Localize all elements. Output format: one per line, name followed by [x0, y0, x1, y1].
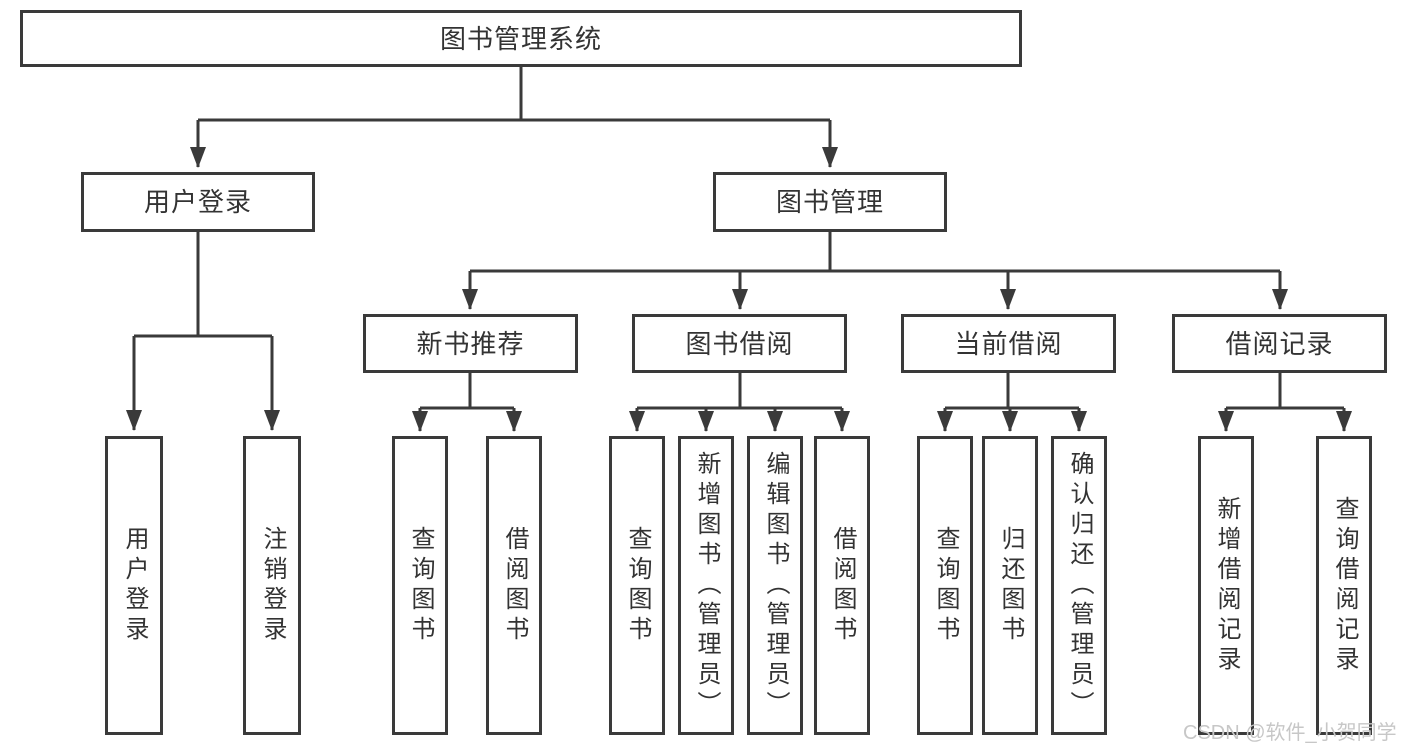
- node-book-management: 图书管理: [713, 172, 947, 232]
- node-label: 当前借阅: [954, 328, 1063, 359]
- node-label: 借阅图书: [501, 525, 528, 646]
- node-label: 查询图书: [407, 525, 434, 646]
- node-label: 新书推荐: [416, 328, 525, 359]
- node-label: 用户登录: [121, 525, 148, 646]
- node-current-borrow: 当前借阅: [901, 314, 1116, 373]
- node-label: 借阅图书: [829, 525, 856, 646]
- node-new-book-recommend: 新书推荐: [363, 314, 578, 373]
- node-label: 查询借阅记录: [1331, 495, 1358, 676]
- node-borrow-records: 借阅记录: [1172, 314, 1387, 373]
- node-label: 图书借阅: [685, 328, 794, 359]
- node-label: 查询图书: [932, 525, 959, 646]
- leaf-query-books-1: 查询图书: [392, 436, 448, 735]
- leaf-borrow-books-2: 借阅图书: [814, 436, 870, 735]
- node-label: 注销登录: [259, 525, 286, 646]
- node-label: 图书管理系统: [439, 23, 602, 54]
- node-label: 新增借阅记录: [1213, 495, 1240, 676]
- node-root-system: 图书管理系统: [20, 10, 1022, 67]
- node-label: 编辑图书（管理员）: [762, 450, 789, 721]
- leaf-edit-book-admin: 编辑图书（管理员）: [747, 436, 803, 735]
- leaf-query-books-2: 查询图书: [609, 436, 665, 735]
- node-label: 查询图书: [624, 525, 651, 646]
- node-label: 确认归还（管理员）: [1066, 450, 1093, 721]
- node-label: 图书管理: [775, 187, 884, 217]
- leaf-query-books-3: 查询图书: [917, 436, 973, 735]
- node-book-borrow: 图书借阅: [632, 314, 847, 373]
- leaf-add-borrow-record: 新增借阅记录: [1198, 436, 1254, 735]
- leaf-add-book-admin: 新增图书（管理员）: [678, 436, 734, 735]
- leaf-logout: 注销登录: [243, 436, 301, 735]
- leaf-confirm-return-admin: 确认归还（管理员）: [1051, 436, 1107, 735]
- node-user-login-module: 用户登录: [81, 172, 315, 232]
- leaf-borrow-books-1: 借阅图书: [486, 436, 542, 735]
- node-label: 用户登录: [143, 187, 252, 217]
- node-label: 归还图书: [997, 525, 1024, 646]
- node-label: 借阅记录: [1225, 328, 1334, 359]
- leaf-return-books: 归还图书: [982, 436, 1038, 735]
- leaf-query-borrow-record: 查询借阅记录: [1316, 436, 1372, 735]
- leaf-user-login: 用户登录: [105, 436, 163, 735]
- node-label: 新增图书（管理员）: [693, 450, 720, 721]
